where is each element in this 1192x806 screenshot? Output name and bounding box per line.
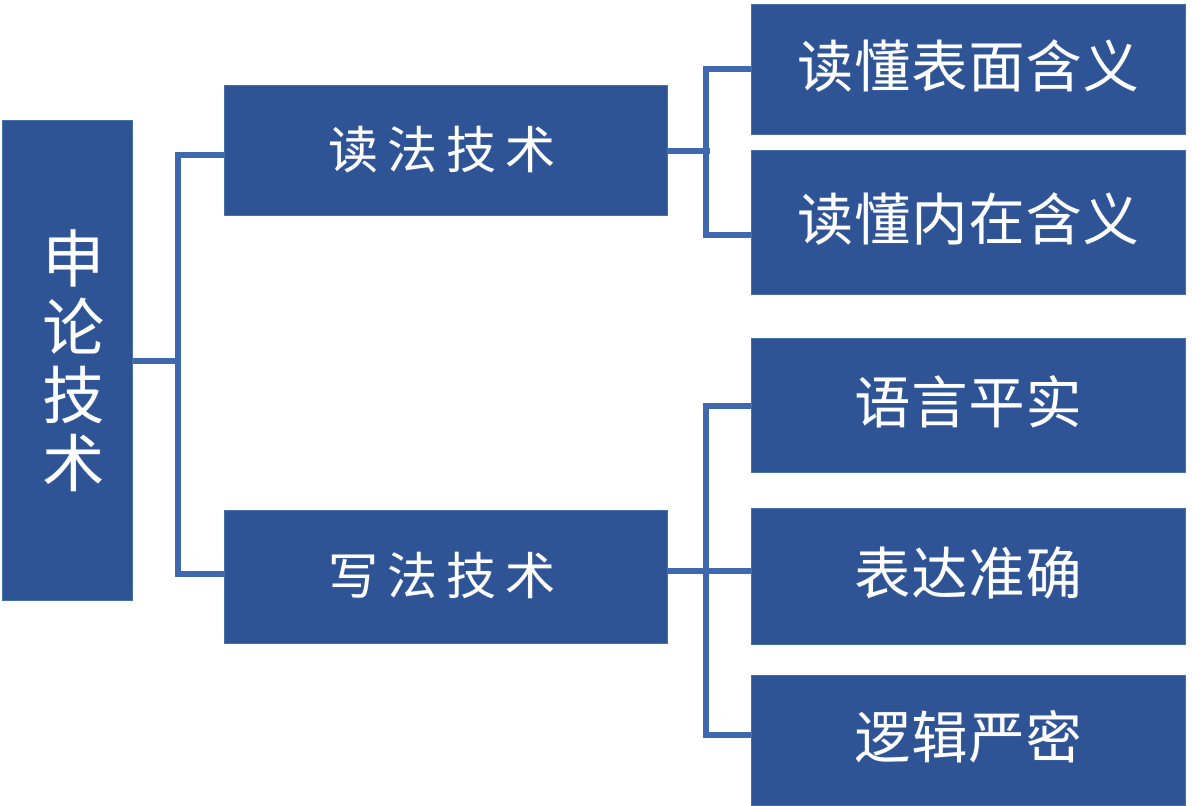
node-branch-writing-technique[interactable]: 写法技术 (224, 510, 668, 644)
node-root-shenlun-technique[interactable]: 申论技术 (2, 120, 133, 601)
connector-reading-branch-1 (703, 66, 754, 72)
connector-writing-branch-1 (703, 403, 754, 409)
connector-level2-trunk (175, 152, 181, 577)
node-leaf-inner-meaning[interactable]: 读懂内在含义 (751, 150, 1186, 295)
connector-reading-stub (665, 148, 710, 154)
connector-writing-stub (665, 568, 710, 574)
node-leaf-rigorous-logic[interactable]: 逻辑严密 (751, 675, 1186, 806)
connector-writing-branch-2 (703, 568, 754, 574)
node-leaf-plain-language[interactable]: 语言平实 (751, 338, 1186, 473)
node-branch-reading-technique[interactable]: 读法技术 (224, 85, 668, 216)
node-leaf-accurate-expression[interactable]: 表达准确 (751, 508, 1186, 645)
connector-writing-branch-3 (703, 732, 754, 738)
connector-reading-trunk (703, 66, 709, 238)
connector-reading-branch-2 (703, 232, 754, 238)
connector-level2-branch-reading (175, 152, 227, 158)
node-leaf-surface-meaning[interactable]: 读懂表面含义 (751, 4, 1186, 135)
connector-root-stub (133, 358, 181, 364)
connector-level2-branch-writing (175, 571, 227, 577)
